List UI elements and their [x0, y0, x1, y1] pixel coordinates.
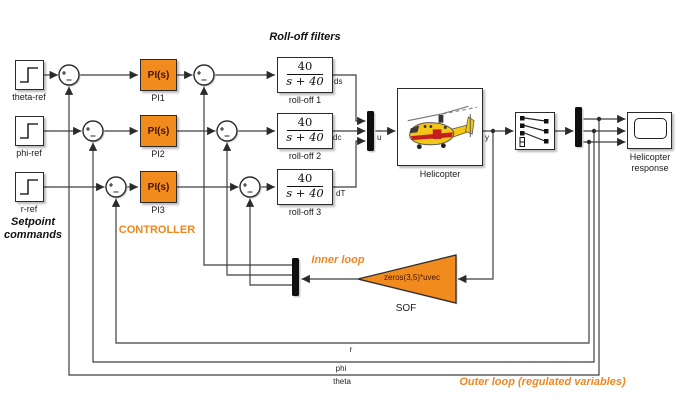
sum-junction-3[interactable] — [105, 176, 128, 199]
wire-inner-fb3 — [245, 198, 292, 286]
setpoint-line1: Setpoint — [11, 216, 55, 228]
scope-block-label: Helicopter response — [615, 152, 680, 174]
transfer-fn-numerator: 40 — [297, 171, 313, 185]
sof-gain-expression: zeros(3,5)*uvec — [383, 273, 441, 282]
sum-signs — [197, 71, 207, 81]
rolloff-block-label: roll-off 1 — [288, 95, 322, 105]
helicopter-icon — [407, 105, 478, 150]
scope-label-line2: response — [631, 163, 669, 173]
signal-label-r: r — [349, 345, 353, 354]
wire-rolloff1-mux — [333, 74, 366, 126]
mux-demux-bars — [292, 107, 584, 298]
pi-controller-block-1[interactable]: PI(s) — [140, 59, 177, 91]
transfer-fn-numerator: 40 — [297, 59, 313, 73]
setpoint-line2: commands — [3, 229, 63, 241]
pi-block-label: PI2 — [151, 149, 165, 159]
wire-y-to-sof — [458, 131, 494, 284]
branch-dot-phi — [591, 128, 597, 134]
sum-signs — [62, 71, 72, 81]
scope-screen-icon — [634, 118, 667, 139]
step-icon — [20, 179, 38, 195]
sum-junction-5[interactable] — [216, 120, 239, 143]
transfer-fn-numerator: 40 — [297, 115, 313, 129]
branch-dot-y — [490, 128, 496, 134]
setpoint-commands-annotation: Setpoint commands — [0, 216, 70, 242]
helicopter-block-label: Helicopter — [419, 169, 461, 179]
selector-icon — [519, 116, 549, 147]
rolloff-filters-title: Roll-off filters — [269, 31, 341, 43]
signal-label-u: u — [377, 133, 382, 142]
helicopter-plant-block[interactable] — [397, 88, 483, 166]
outer-loop-annotation: Outer loop (regulated variables) — [459, 376, 626, 388]
sum-junction-4[interactable] — [193, 64, 216, 87]
sum-signs — [243, 183, 253, 193]
transfer-fn-denominator: s + 40 — [286, 130, 324, 144]
transfer-fn-denominator: s + 40 — [286, 186, 324, 200]
sum-junction-1[interactable] — [58, 64, 81, 87]
sof-block-label: SOF — [395, 303, 417, 314]
wire-inner-fb2 — [222, 142, 292, 276]
wire-feedback-phi — [88, 131, 595, 363]
branch-dot-theta — [596, 116, 602, 122]
step-block-r-ref[interactable] — [15, 172, 44, 202]
sum-signs — [86, 127, 96, 137]
transfer-fn-denominator: s + 40 — [286, 74, 324, 88]
controller-annotation: CONTROLLER — [118, 224, 196, 236]
sof-gain-block[interactable] — [357, 254, 458, 305]
signal-label-theta: theta — [333, 377, 351, 386]
pi-controller-block-3[interactable]: PI(s) — [140, 171, 177, 203]
scope-block[interactable] — [627, 112, 672, 149]
inner-loop-annotation: Inner loop — [311, 254, 365, 266]
pi-block-text: PI(s) — [147, 69, 170, 81]
rolloff-block-label: roll-off 3 — [288, 207, 322, 217]
signal-label-ds: ds — [334, 77, 343, 86]
wire-rolloff3-mux — [333, 136, 366, 188]
step-block-label: theta-ref — [12, 92, 46, 102]
rolloff-filter-block-2[interactable]: 40 s + 40 — [277, 113, 333, 149]
fraction-bar — [287, 186, 323, 187]
fraction-bar — [287, 74, 323, 75]
sum-junction-2[interactable] — [82, 120, 105, 143]
pi-block-text: PI(s) — [147, 181, 170, 193]
rolloff-block-label: roll-off 2 — [288, 151, 322, 161]
step-block-phi-ref[interactable] — [15, 116, 44, 146]
pi-block-label: PI1 — [151, 93, 165, 103]
wire-feedback-theta — [64, 86, 600, 376]
signal-label-phi: phi — [335, 364, 347, 373]
pi-block-label: PI3 — [151, 205, 165, 215]
step-block-label: r-ref — [20, 204, 38, 214]
rolloff-filter-block-3[interactable]: 40 s + 40 — [277, 169, 333, 205]
branch-dot-r — [586, 139, 592, 145]
branch-dots — [490, 116, 602, 145]
step-block-theta-ref[interactable] — [15, 60, 44, 90]
signal-label-y: y — [485, 133, 489, 142]
wire-inner-fb1 — [199, 86, 292, 266]
pi-controller-block-2[interactable]: PI(s) — [140, 115, 177, 147]
scope-label-line1: Helicopter — [629, 152, 671, 162]
signal-label-dc: dc — [333, 133, 342, 142]
demux-outputs[interactable] — [575, 107, 582, 147]
sum-signs — [220, 127, 230, 137]
step-icon — [20, 123, 38, 139]
fraction-bar — [287, 130, 323, 131]
sum-signs — [109, 183, 119, 193]
sum-junction-6[interactable] — [239, 176, 262, 199]
sum-junctions — [58, 64, 262, 199]
selector-block[interactable] — [515, 112, 555, 150]
signal-label-dT: dT — [336, 189, 346, 198]
step-icon — [20, 67, 38, 83]
rolloff-filter-block-1[interactable]: 40 s + 40 — [277, 57, 333, 93]
pi-block-text: PI(s) — [147, 125, 170, 137]
step-block-label: phi-ref — [16, 148, 42, 158]
wire-feedback-r — [111, 142, 590, 344]
mux-actuators[interactable] — [367, 111, 374, 151]
demux-inner-loop[interactable] — [292, 258, 299, 296]
